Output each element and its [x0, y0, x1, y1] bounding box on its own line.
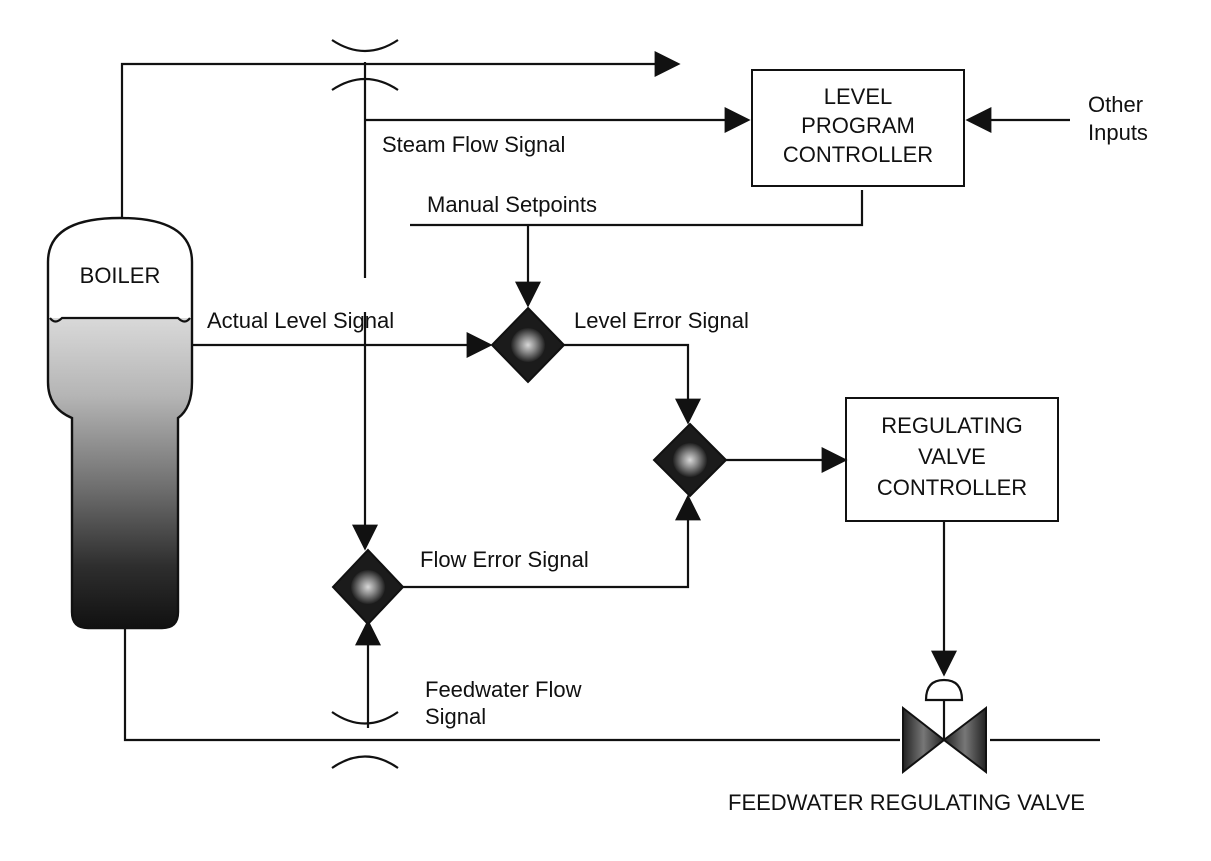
flow-error-signal-label: Flow Error Signal — [420, 547, 589, 572]
regulating-valve-line-3: CONTROLLER — [877, 475, 1027, 500]
boiler-label: BOILER — [80, 263, 161, 288]
level-program-line-1: LEVEL — [824, 84, 893, 109]
boiler-water — [48, 318, 192, 628]
level-error-summer — [490, 306, 566, 384]
other-inputs-label-1: Other — [1088, 92, 1143, 117]
feedwater-flow-element-top — [331, 711, 399, 725]
flow-error-summer — [331, 548, 405, 626]
level-error-signal-label: Level Error Signal — [574, 308, 749, 333]
level-program-line-3: CONTROLLER — [783, 142, 933, 167]
total-error-summer — [652, 422, 728, 498]
feedwater-flow-signal-label-1: Feedwater Flow — [425, 677, 582, 702]
steam-pipe — [120, 51, 681, 218]
feedwater-pipe — [123, 628, 1100, 742]
level-program-line-2: PROGRAM — [801, 113, 915, 138]
steam-flow-signal-label: Steam Flow Signal — [382, 132, 565, 157]
feedwater-regulating-valve — [902, 678, 987, 775]
valve-body-icon — [902, 705, 946, 775]
flow-error-signal-line — [400, 494, 701, 589]
feedwater-flow-element-bottom — [331, 755, 399, 769]
regulating-valve-line-1: REGULATING — [881, 413, 1022, 438]
actual-level-signal-label: Actual Level Signal — [207, 308, 394, 333]
manual-setpoints-label: Manual Setpoints — [427, 192, 597, 217]
valve-label: FEEDWATER REGULATING VALVE — [728, 790, 1085, 815]
other-inputs-label-2: Inputs — [1088, 120, 1148, 145]
regulating-valve-line-2: VALVE — [918, 444, 986, 469]
feedwater-flow-signal-label-2: Signal — [425, 704, 486, 729]
boiler: BOILER — [46, 216, 194, 630]
setpoint-line — [410, 190, 864, 227]
level-error-signal-line — [562, 343, 701, 425]
boiler-vessel — [46, 216, 194, 630]
level-program-controller: LEVEL PROGRAM CONTROLLER — [751, 69, 965, 187]
steam-flow-element-top — [331, 39, 399, 52]
water-level-line — [49, 316, 191, 323]
regulating-valve-controller: REGULATING VALVE CONTROLLER — [845, 397, 1059, 522]
valve-actuator-icon — [924, 678, 964, 702]
